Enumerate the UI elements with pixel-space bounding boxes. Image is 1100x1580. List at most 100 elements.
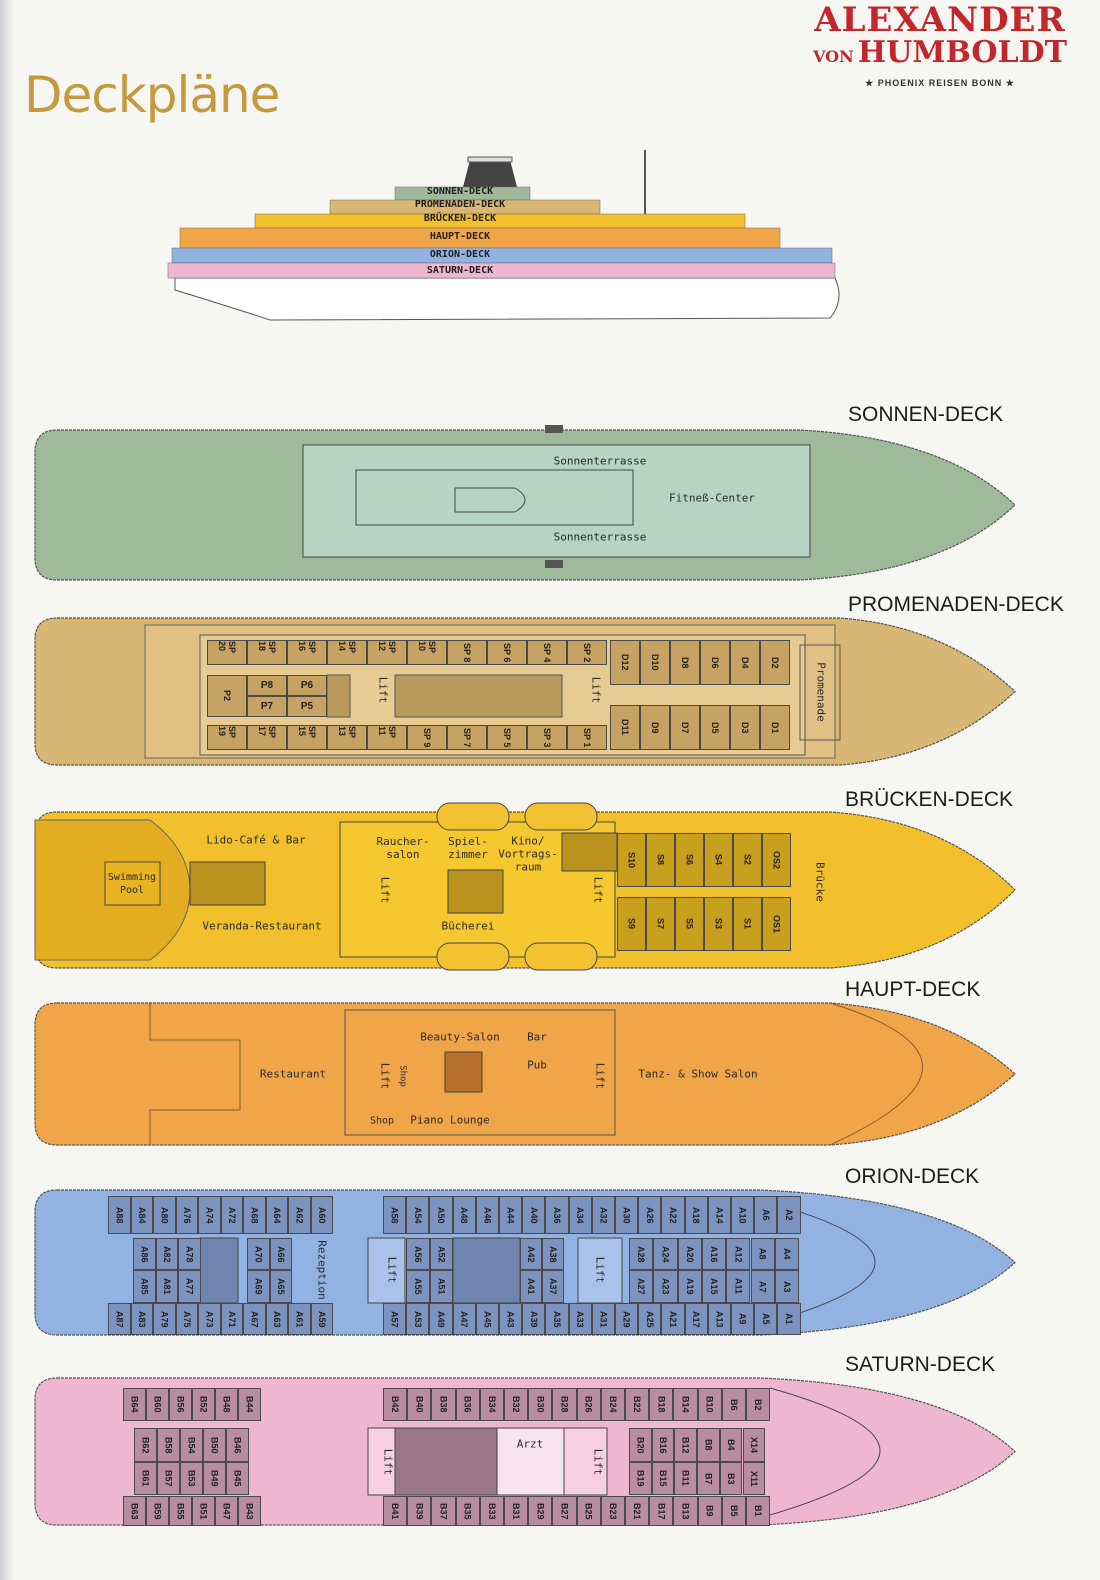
cabin[interactable]: A77 (178, 1270, 201, 1303)
cabin[interactable]: B27 (552, 1496, 577, 1526)
cabin[interactable]: B7 (697, 1462, 720, 1495)
cabin[interactable]: B58 (157, 1428, 180, 1462)
cabin[interactable]: S2 (733, 833, 762, 887)
cabin[interactable]: A84 (130, 1196, 153, 1234)
cabin[interactable]: A27 (629, 1270, 654, 1303)
cabin[interactable]: P7 (247, 696, 287, 717)
cabin[interactable]: A49 (429, 1303, 453, 1335)
cabin[interactable]: B56 (169, 1388, 192, 1421)
cabin[interactable]: B11 (674, 1462, 698, 1495)
cabin[interactable]: A9 (731, 1303, 755, 1335)
cabin[interactable]: A34 (568, 1196, 592, 1234)
cabin[interactable]: B23 (600, 1496, 625, 1526)
cabin[interactable]: B24 (600, 1388, 625, 1421)
cabin[interactable]: A10 (731, 1196, 755, 1234)
cabin[interactable]: SP 12 (367, 640, 407, 665)
cabin[interactable]: A5 (754, 1303, 778, 1335)
cabin[interactable]: D7 (670, 705, 700, 750)
cabin[interactable]: SP 11 (367, 725, 407, 750)
cabin[interactable]: B13 (673, 1496, 698, 1526)
cabin[interactable]: A71 (220, 1303, 243, 1335)
cabin[interactable]: B6 (721, 1388, 746, 1421)
cabin[interactable]: A82 (155, 1238, 178, 1270)
cabin[interactable]: OS1 (762, 897, 791, 951)
cabin[interactable]: A43 (499, 1303, 523, 1335)
cabin[interactable]: A54 (406, 1196, 430, 1234)
cabin[interactable]: SP 9 (407, 725, 447, 750)
cabin[interactable]: A74 (198, 1196, 221, 1234)
cabin[interactable]: B50 (203, 1428, 226, 1462)
cabin[interactable]: S4 (704, 833, 733, 887)
cabin[interactable]: S8 (646, 833, 675, 887)
cabin[interactable]: B12 (674, 1428, 698, 1462)
cabin[interactable]: D5 (700, 705, 730, 750)
cabin[interactable]: B2 (746, 1388, 771, 1421)
cabin[interactable]: SP 4 (527, 640, 567, 665)
cabin[interactable]: B47 (215, 1496, 238, 1526)
cabin[interactable]: A39 (522, 1303, 546, 1335)
cabin[interactable]: B59 (146, 1496, 169, 1526)
cabin[interactable]: D9 (640, 705, 670, 750)
cabin[interactable]: A80 (153, 1196, 176, 1234)
cabin[interactable]: A75 (175, 1303, 198, 1335)
cabin[interactable]: A29 (615, 1303, 639, 1335)
cabin[interactable]: A64 (265, 1196, 288, 1234)
cabin[interactable]: A56 (406, 1238, 430, 1270)
cabin[interactable]: A25 (638, 1303, 662, 1335)
cabin[interactable]: B16 (651, 1428, 675, 1462)
cabin[interactable]: A65 (269, 1270, 292, 1303)
cabin[interactable]: B14 (673, 1388, 698, 1421)
cabin[interactable]: A22 (661, 1196, 685, 1234)
cabin[interactable]: B4 (719, 1428, 743, 1462)
cabin[interactable]: A21 (661, 1303, 685, 1335)
cabin[interactable]: A11 (726, 1270, 751, 1303)
cabin[interactable]: B53 (180, 1462, 203, 1495)
cabin[interactable]: A57 (383, 1303, 407, 1335)
cabin[interactable]: B9 (697, 1496, 722, 1526)
cabin[interactable]: S10 (617, 833, 646, 887)
cabin[interactable]: D1 (760, 705, 790, 750)
cabin[interactable]: A85 (133, 1270, 156, 1303)
cabin[interactable]: S9 (617, 897, 646, 951)
cabin[interactable]: A3 (774, 1270, 800, 1303)
cabin[interactable]: B60 (146, 1388, 169, 1421)
cabin[interactable]: X14 (742, 1428, 766, 1462)
cabin[interactable]: B55 (169, 1496, 192, 1526)
cabin[interactable]: B57 (157, 1462, 180, 1495)
cabin[interactable]: SP 15 (287, 725, 327, 750)
cabin[interactable]: B21 (625, 1496, 650, 1526)
cabin[interactable]: A1 (777, 1303, 801, 1335)
cabin[interactable]: A86 (133, 1238, 156, 1270)
cabin[interactable]: B32 (504, 1388, 529, 1421)
cabin[interactable]: SP 1 (567, 725, 607, 750)
cabin[interactable]: B48 (215, 1388, 238, 1421)
cabin[interactable]: A12 (726, 1238, 751, 1270)
cabin[interactable]: A55 (406, 1270, 430, 1303)
cabin[interactable]: A46 (475, 1196, 499, 1234)
cabin[interactable]: SP 2 (567, 640, 607, 665)
cabin[interactable]: A78 (178, 1238, 201, 1270)
cabin[interactable]: A41 (520, 1270, 542, 1303)
cabin[interactable]: B52 (192, 1388, 215, 1421)
cabin[interactable]: A68 (243, 1196, 266, 1234)
cabin[interactable]: B62 (134, 1428, 157, 1462)
cabin[interactable]: A48 (452, 1196, 476, 1234)
cabin[interactable]: OS2 (762, 833, 791, 887)
cabin[interactable]: A6 (754, 1196, 778, 1234)
cabin[interactable]: SP 7 (447, 725, 487, 750)
cabin[interactable]: A52 (429, 1238, 453, 1270)
cabin[interactable]: SP 13 (327, 725, 367, 750)
cabin[interactable]: B31 (504, 1496, 529, 1526)
cabin[interactable]: A79 (153, 1303, 176, 1335)
cabin[interactable]: B17 (649, 1496, 674, 1526)
cabin[interactable]: B49 (203, 1462, 226, 1495)
cabin[interactable]: A20 (677, 1238, 702, 1270)
cabin[interactable]: A31 (591, 1303, 615, 1335)
cabin[interactable]: A87 (108, 1303, 131, 1335)
cabin[interactable]: B18 (649, 1388, 674, 1421)
cabin[interactable]: B61 (134, 1462, 157, 1495)
cabin[interactable]: B64 (123, 1388, 146, 1421)
cabin[interactable]: A30 (615, 1196, 639, 1234)
cabin[interactable]: D8 (670, 640, 700, 685)
cabin[interactable]: A66 (269, 1238, 292, 1270)
